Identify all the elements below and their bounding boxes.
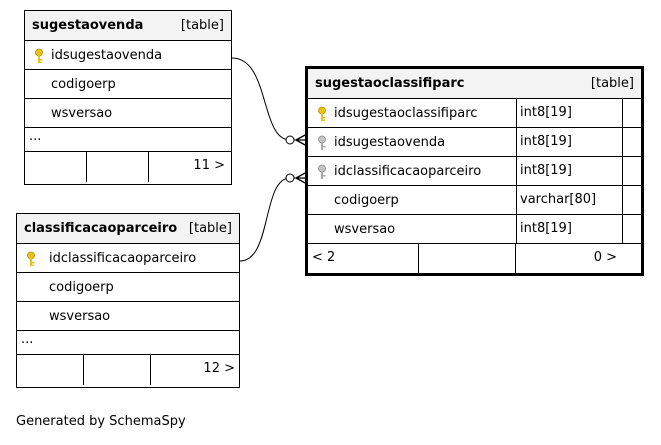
column-row: idclassificacaoparceiro int8[19]: [308, 157, 641, 186]
table-type: [table]: [188, 221, 232, 236]
primary-key-icon: [318, 106, 326, 121]
column-name: idsugestaovenda: [334, 135, 446, 150]
column-type: int8[19]: [520, 163, 572, 178]
footer-cell-children: 0 >: [593, 250, 617, 265]
primary-key-icon: [35, 48, 43, 63]
edge-classificacaoparceiro-zero-marker: [285, 173, 295, 183]
column-type-cell: int8[19]: [516, 99, 622, 127]
column-row: idsugestaoclassifiparc int8[19]: [308, 99, 641, 128]
column-row: wsversao: [25, 99, 231, 128]
foreign-key-icon: [318, 135, 326, 150]
column-name: wsversao: [51, 106, 113, 121]
column-type-cell: int8[19]: [516, 215, 622, 243]
table-type: [table]: [590, 76, 634, 91]
column-name: codigoerp: [51, 77, 116, 92]
column-type-cell: int8[19]: [516, 128, 622, 156]
table-name: sugestaoclassifiparc: [315, 76, 465, 91]
table-footer: < 2 0 >: [308, 244, 641, 273]
footer-cell-parents: < 2: [308, 244, 419, 273]
column-name: idsugestaovenda: [51, 48, 163, 63]
footer-cell-children: 11 >: [193, 158, 225, 173]
table-header: classificacaoparceiro [table]: [17, 214, 239, 244]
table-footer: 11 >: [25, 152, 231, 182]
table-footer: 12 >: [17, 355, 239, 385]
primary-key-icon: [27, 251, 35, 266]
table-header: sugestaoclassifiparc [table]: [308, 69, 641, 99]
column-row: codigoerp: [17, 273, 239, 302]
column-row: idclassificacaoparceiro: [17, 244, 239, 273]
footer-cell-rows: [419, 244, 516, 273]
column-type: int8[19]: [520, 221, 572, 236]
table-name: classificacaoparceiro: [24, 221, 178, 236]
column-name: codigoerp: [49, 280, 114, 295]
column-name: wsversao: [49, 309, 111, 324]
column-name: wsversao: [334, 222, 396, 237]
column-extra-cell: [622, 186, 641, 214]
footer-cell-parents: [17, 355, 84, 385]
footer-cell-parents: [25, 152, 87, 182]
more-columns: ...: [17, 331, 239, 355]
column-extra-cell: [622, 128, 641, 156]
table-type: [table]: [180, 18, 224, 33]
column-extra-cell: [622, 215, 641, 243]
more-columns: ...: [25, 128, 231, 152]
footer-cell-rows: [87, 152, 149, 182]
column-extra-cell: [622, 99, 641, 127]
column-row: wsversao: [17, 302, 239, 331]
column-type-cell: varchar[80]: [516, 186, 622, 214]
column-type: int8[19]: [520, 105, 572, 120]
footer-cell-rows: [84, 355, 151, 385]
table-sugestaoclassifiparc[interactable]: sugestaoclassifiparc [table] idsugestaoc…: [305, 66, 644, 276]
column-type: varchar[80]: [520, 192, 597, 207]
column-name: idclassificacaoparceiro: [334, 164, 482, 179]
column-row: idsugestaovenda: [25, 41, 231, 70]
column-row: wsversao int8[19]: [308, 215, 641, 244]
table-classificacaoparceiro[interactable]: classificacaoparceiro [table] idclassifi…: [16, 213, 240, 388]
table-header: sugestaovenda [table]: [25, 11, 231, 41]
column-type: int8[19]: [520, 134, 572, 149]
column-row: codigoerp: [25, 70, 231, 99]
column-extra-cell: [622, 157, 641, 185]
edge-classificacaoparceiro: [239, 177, 307, 262]
column-name: idsugestaoclassifiparc: [334, 106, 478, 121]
column-type-cell: int8[19]: [516, 157, 622, 185]
column-row: idsugestaovenda int8[19]: [308, 128, 641, 157]
generated-by-text: Generated by SchemaSpy: [16, 414, 186, 429]
footer-cell-children: 12 >: [203, 361, 235, 376]
foreign-key-icon: [318, 164, 326, 179]
table-name: sugestaovenda: [32, 18, 144, 33]
edge-sugestaovenda: [231, 57, 307, 141]
table-sugestaovenda[interactable]: sugestaovenda [table] idsugestaovenda co…: [24, 10, 232, 185]
column-name: idclassificacaoparceiro: [49, 251, 197, 266]
column-row: codigoerp varchar[80]: [308, 186, 641, 215]
column-name: codigoerp: [334, 193, 399, 208]
edge-sugestaovenda-zero-marker: [285, 135, 295, 145]
